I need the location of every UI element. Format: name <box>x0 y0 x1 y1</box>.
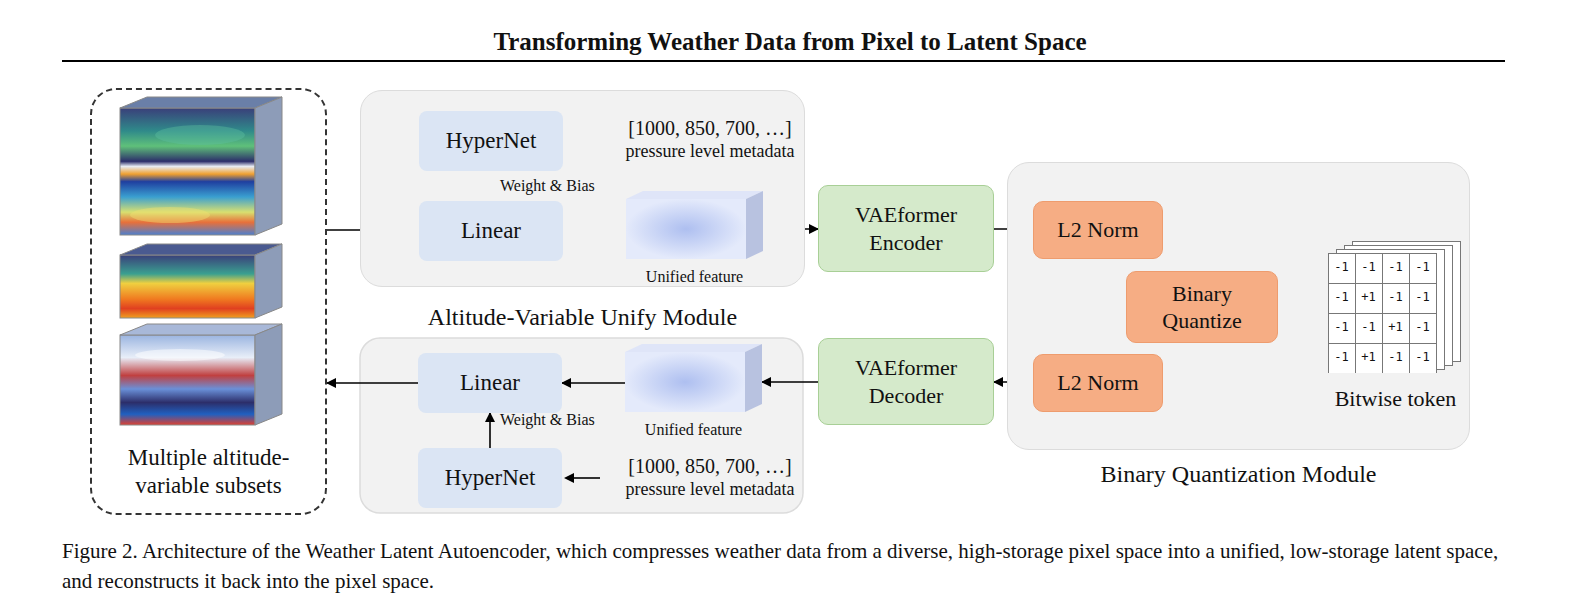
heading: Bitwise token <box>1335 385 1457 413</box>
node-label: Linear <box>455 217 527 246</box>
node-label: VAEformer Encoder <box>819 201 993 256</box>
process-box: Linear <box>418 353 562 413</box>
node-label: Binary Quantize <box>1127 280 1277 335</box>
table-cell: -1 <box>1334 261 1348 274</box>
node-label: L2 Norm <box>1051 369 1144 397</box>
encoder-box: VAEformer Encoder <box>818 185 994 272</box>
group-box: Multiple altitude- variable subsets <box>90 88 327 515</box>
table-cell: +1 <box>1361 351 1375 364</box>
heading: Binary Quantization Module <box>1101 459 1377 489</box>
node-label: Linear <box>454 369 526 398</box>
process-box: Linear <box>419 201 563 261</box>
table-cell: +1 <box>1361 291 1375 304</box>
arrow-connector <box>762 381 818 383</box>
process-box: L2 Norm <box>1033 354 1163 412</box>
token-grid: Bitwise token-1-1-1-1-1+1-1-1-1-1+1-1-1+… <box>1328 241 1463 373</box>
feature-cube: Unified feature <box>625 344 762 412</box>
module-panel: L2 NormBinary QuantizeBitwise token-1-1-… <box>1007 162 1470 450</box>
table-cell: -1 <box>1361 321 1375 334</box>
title: Transforming Weather Data from Pixel to … <box>493 28 1086 56</box>
process-box: L2 Norm <box>1033 201 1163 259</box>
cube-shape <box>626 191 763 259</box>
table-cell: -1 <box>1361 261 1375 274</box>
metadata-label: pressure level metadata <box>626 142 795 162</box>
heading: Altitude-Variable Unify Module <box>428 302 737 332</box>
data-cube <box>120 324 282 425</box>
table-cell: +1 <box>1388 321 1402 334</box>
table-cell: -1 <box>1415 321 1429 334</box>
node-label: VAEformer Decoder <box>819 354 993 409</box>
table-cell: -1 <box>1388 261 1402 274</box>
metadata-label: [1000, 850, 700, …] <box>628 117 791 139</box>
arrow-connector <box>489 413 491 448</box>
metadata-label: pressure level metadata <box>626 480 795 500</box>
data-cube <box>120 244 282 318</box>
metadata-label: [1000, 850, 700, …] <box>628 455 791 477</box>
title-rule <box>62 60 1505 62</box>
feature-cube: Unified feature <box>626 191 763 259</box>
table-cell: -1 <box>1334 321 1348 334</box>
table-cell: -1 <box>1334 291 1348 304</box>
process-box: Binary Quantize <box>1126 271 1278 343</box>
decoder-box: VAEformer Decoder <box>818 338 994 425</box>
table-cell: -1 <box>1388 351 1402 364</box>
cube-shape <box>625 344 762 412</box>
module-panel <box>360 338 803 513</box>
node-label: Multiple altitude- variable subsets <box>104 444 314 502</box>
data-cube <box>120 97 282 235</box>
table-cell: -1 <box>1415 291 1429 304</box>
table-cell: -1 <box>1415 261 1429 274</box>
process-box: HyperNet <box>419 111 563 171</box>
arrow-connector <box>562 382 625 384</box>
heading: Unified feature <box>645 420 742 440</box>
table-cell: -1 <box>1415 351 1429 364</box>
node-label: HyperNet <box>439 464 542 493</box>
table-cell: -1 <box>1388 291 1402 304</box>
caption: Figure 2. Architecture of the Weather La… <box>62 536 1507 596</box>
node-label: HyperNet <box>440 127 543 156</box>
edge-label: Weight & Bias <box>500 411 595 429</box>
node-label: L2 Norm <box>1051 216 1144 244</box>
arrow-connector <box>327 382 418 384</box>
edge-label: Weight & Bias <box>500 177 595 195</box>
process-box: HyperNet <box>418 448 562 508</box>
table-cell: -1 <box>1334 351 1348 364</box>
heading: Unified feature <box>646 267 743 287</box>
